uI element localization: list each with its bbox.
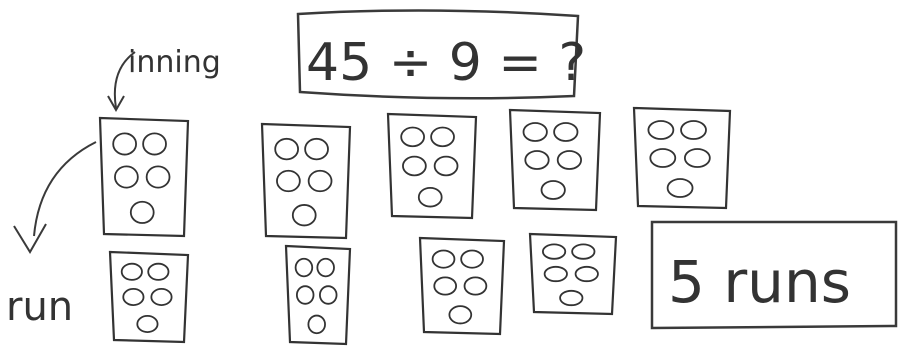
run-circle [115,166,138,187]
run-circle [137,316,157,332]
answer-text: 5 runs [668,248,851,316]
answer-box: 5 runs [652,222,896,328]
run-circle [147,166,170,187]
run-circle [545,267,567,281]
run-circle [123,289,143,305]
run-circle [317,259,334,277]
run-circle [275,139,298,160]
inning-bag [530,234,616,314]
run-circle [681,121,706,139]
innings-group [100,108,730,344]
run-circle [419,188,442,207]
run-label-group: run [6,142,96,330]
run-circle [434,277,456,294]
run-circle [461,250,483,267]
run-circle [465,277,487,294]
run-circle [543,244,565,258]
inning-bag [510,110,600,210]
run-circle [431,128,454,147]
run-circle [449,306,471,323]
run-circle [554,123,577,141]
run-circle [308,316,325,334]
run-label: run [6,284,73,330]
run-circle [685,149,710,167]
run-circle [148,264,168,280]
inning-label-group: inning [108,45,221,110]
run-circle [403,157,426,176]
run-circle [648,121,673,139]
run-circle [309,171,332,192]
inning-bag [110,252,188,342]
run-circle [320,286,337,304]
run-circle [435,157,458,176]
run-circle [525,151,548,169]
inning-bag [420,238,504,334]
run-circle [558,151,581,169]
equation-text: 45 ÷ 9 = ? [306,33,586,93]
run-circle [560,291,582,305]
run-circle [143,133,166,154]
run-circle [668,179,693,197]
run-circle [293,205,316,226]
run-circle [151,289,171,305]
run-circle [572,244,594,258]
run-circle [576,267,598,281]
inning-label: inning [128,45,221,80]
run-circle [296,259,313,277]
run-circle [297,286,314,304]
run-circle [650,149,675,167]
run-circle [542,181,565,199]
run-circle [277,171,300,192]
inning-bag [286,246,350,344]
inning-bag [262,124,350,238]
run-circle [113,133,136,154]
run-circle [433,250,455,267]
inning-bag [388,114,476,218]
run-circle [305,139,328,160]
run-circle [122,264,142,280]
inning-bag [634,108,730,208]
inning-bag [100,118,188,236]
run-circle [401,128,424,147]
equation-box: 45 ÷ 9 = ? [298,10,586,98]
run-circle [524,123,547,141]
run-circle [131,202,154,223]
